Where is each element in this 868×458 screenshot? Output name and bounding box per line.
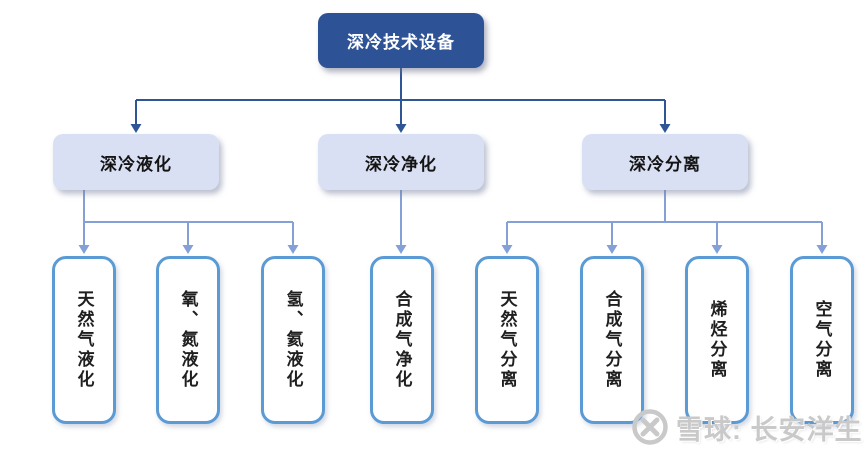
node-leaf-hydrogen-helium-liquefaction: 氢、氦液化 bbox=[261, 256, 325, 424]
leaf-label: 天然气分离 bbox=[497, 290, 517, 390]
branch-label: 深冷分离 bbox=[629, 154, 701, 174]
level2-arrowheads bbox=[78, 245, 828, 254]
leaf-label: 天然气液化 bbox=[74, 290, 94, 390]
branch-label: 深冷净化 bbox=[365, 154, 437, 174]
node-leaf-oxygen-nitrogen-liquefaction: 氧、氮液化 bbox=[156, 256, 220, 424]
node-leaf-syngas-purification: 合成气净化 bbox=[370, 256, 434, 424]
node-leaf-syngas-separation: 合成气分离 bbox=[580, 256, 644, 424]
node-branch-purification: 深冷净化 bbox=[318, 134, 484, 190]
level1-connectors bbox=[135, 68, 666, 126]
leaf-label: 空气分离 bbox=[812, 300, 832, 380]
leaf-label: 氢、氦液化 bbox=[283, 290, 303, 390]
leaf-label: 烯烃分离 bbox=[707, 300, 727, 380]
watermark: 雪球: 长安洋生 bbox=[630, 407, 863, 447]
leaf-label: 合成气净化 bbox=[392, 290, 412, 390]
level1-arrowheads bbox=[130, 124, 671, 133]
node-leaf-olefin-separation: 烯烃分离 bbox=[685, 256, 749, 424]
branch-label: 深冷液化 bbox=[100, 154, 172, 174]
leaf-label: 氧、氮液化 bbox=[178, 290, 198, 390]
node-leaf-air-separation: 空气分离 bbox=[790, 256, 854, 424]
node-leaf-natural-gas-separation: 天然气分离 bbox=[475, 256, 539, 424]
leaf-label: 合成气分离 bbox=[602, 290, 622, 390]
level2-connectors bbox=[83, 190, 823, 246]
node-root-label: 深冷技术设备 bbox=[347, 33, 455, 52]
xueqiu-logo-icon bbox=[632, 409, 668, 445]
node-root: 深冷技术设备 bbox=[318, 13, 484, 68]
node-leaf-natural-gas-liquefaction: 天然气液化 bbox=[52, 256, 116, 424]
node-branch-liquefaction: 深冷液化 bbox=[53, 134, 219, 190]
node-branch-separation: 深冷分离 bbox=[582, 134, 748, 190]
watermark-text: 雪球: 长安洋生 bbox=[676, 414, 863, 445]
